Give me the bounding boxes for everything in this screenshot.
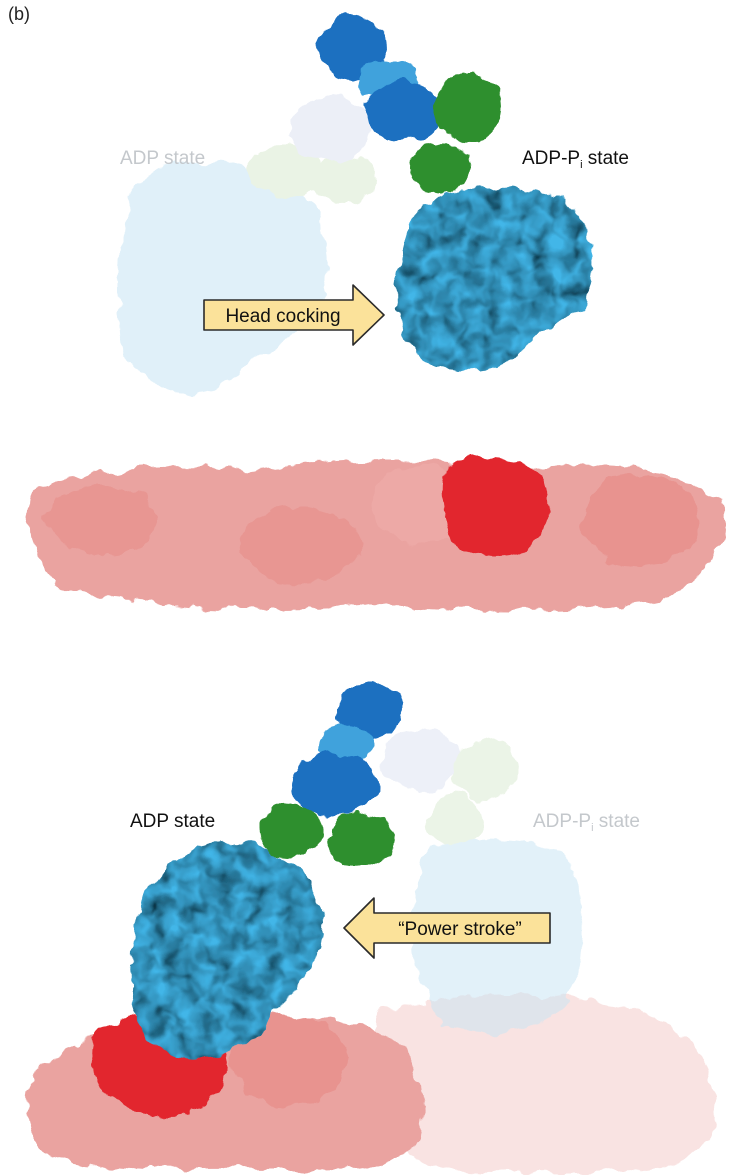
head-cocking-label: Head cocking (225, 306, 340, 327)
bottom-actin (25, 1014, 424, 1171)
panel-label: (b) (8, 4, 30, 24)
bottom-faded-state-label: ADP-Pi state (533, 811, 641, 834)
bottom-faded-adp-pi-head (380, 728, 584, 1032)
bottom-active-motor-head (131, 841, 324, 1059)
power-stroke-arrow: “Power stroke” (343, 897, 551, 959)
top-active-motor-head (397, 188, 594, 373)
top-lever-arm (318, 18, 504, 196)
bottom-lever-arm (258, 680, 402, 866)
actin-filament (30, 456, 723, 610)
top-faded-state-label: ADP state (120, 148, 206, 169)
top-faded-adp-head (117, 98, 377, 393)
bottom-active-state-label: ADP state (130, 811, 216, 832)
head-cocking-arrow: Head cocking (203, 284, 385, 346)
top-active-state-label: ADP-Pi state (522, 148, 630, 171)
bottom-faded-actin (368, 995, 716, 1173)
power-stroke-label: “Power stroke” (398, 919, 522, 940)
